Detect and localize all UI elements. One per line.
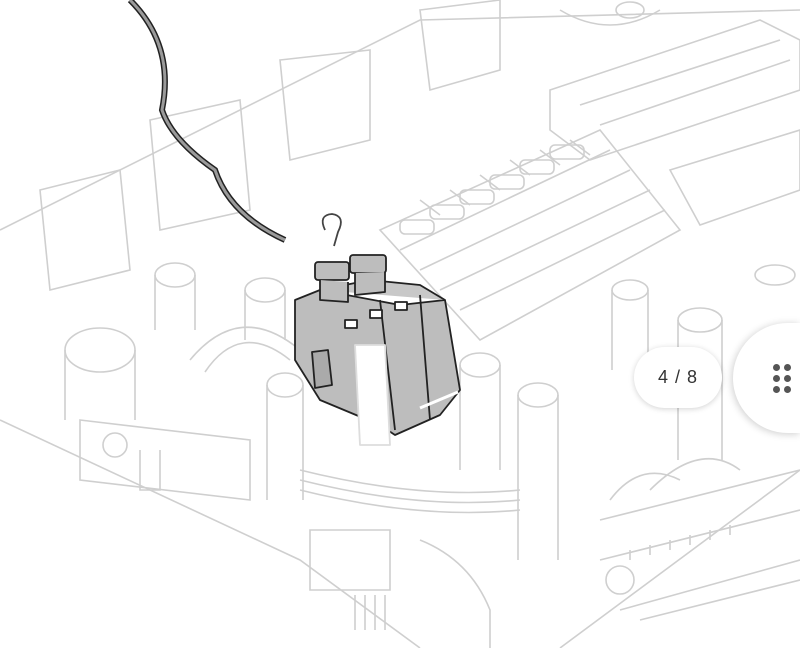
- grid-dots-icon: [773, 364, 793, 394]
- cable-core: [128, 0, 286, 242]
- page-indicator: 4 / 8: [634, 347, 722, 408]
- highlighted-terminal-block: [294, 213, 461, 446]
- page-indicator-label: 4 / 8: [657, 367, 699, 387]
